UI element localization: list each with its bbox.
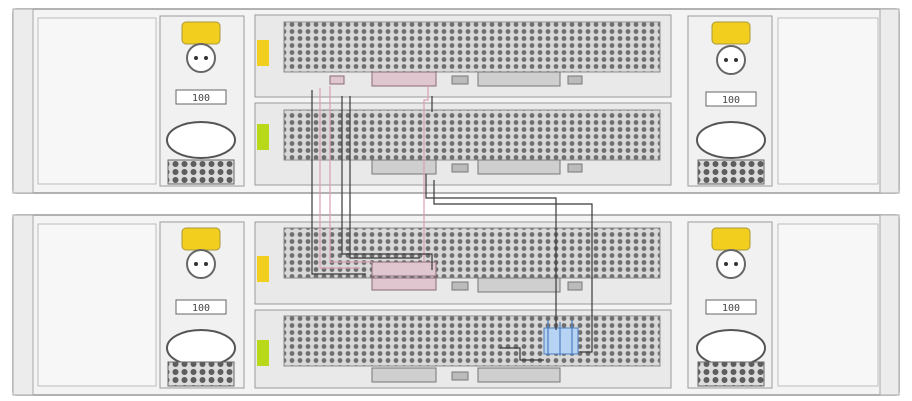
lower-io-a-vent — [283, 227, 661, 279]
upper-right-psu-label: 100 — [722, 95, 740, 106]
lower-io-module-a — [254, 221, 672, 305]
lower-left-psu-label: 100 — [192, 303, 210, 314]
upper-right-psu-fan — [696, 121, 766, 159]
upper-io-a-led — [257, 40, 269, 66]
lower-right-psu-label: 100 — [722, 303, 740, 314]
upper-io-module-b — [254, 102, 672, 186]
lower-io-b-blue-port[interactable] — [543, 327, 579, 355]
upper-shelf: 100 100 — [12, 8, 900, 194]
lower-io-module-b — [254, 309, 672, 389]
upper-io-b-port-2[interactable] — [477, 159, 561, 175]
lower-io-b-port-2[interactable] — [477, 367, 561, 383]
upper-io-b-vent — [283, 109, 661, 161]
upper-io-a-vent — [283, 21, 661, 73]
lower-left-psu: 100 — [159, 221, 245, 389]
lower-right-psu-fan — [696, 329, 766, 367]
upper-left-psu-label: 100 — [192, 93, 210, 104]
lower-right-psu-handle[interactable] — [711, 227, 751, 251]
cables — [311, 86, 593, 361]
lower-right-psu: 100 — [687, 221, 773, 389]
lower-io-a-led — [257, 256, 269, 282]
upper-left-psu-fan — [166, 121, 236, 159]
lower-left-psu-handle[interactable] — [181, 227, 221, 251]
lower-left-psu-fan — [166, 329, 236, 367]
lower-io-a-port-2[interactable] — [477, 277, 561, 293]
cable-dark — [311, 90, 593, 361]
upper-left-blank-panel — [37, 17, 157, 185]
upper-right-psu-handle[interactable] — [711, 21, 751, 45]
upper-io-module-a — [254, 14, 672, 98]
upper-io-a-port-1[interactable] — [371, 71, 437, 87]
lower-io-b-port-1[interactable] — [371, 367, 437, 383]
lower-left-blank-panel — [37, 223, 157, 387]
lower-io-b-vent — [283, 315, 661, 367]
upper-io-b-port-1[interactable] — [371, 159, 437, 175]
upper-right-blank-panel — [777, 17, 879, 185]
lower-right-blank-panel — [777, 223, 879, 387]
lower-shelf: 100 100 — [12, 214, 900, 396]
lower-io-a-port-1[interactable] — [371, 261, 437, 277]
lower-io-b-led — [257, 340, 269, 366]
cable-pink — [319, 86, 429, 269]
upper-left-ear — [12, 8, 34, 194]
upper-left-psu-handle[interactable] — [181, 21, 221, 45]
upper-right-ear — [879, 8, 900, 194]
lower-right-ear — [879, 214, 900, 396]
upper-io-a-port-2[interactable] — [477, 71, 561, 87]
upper-right-psu: 100 — [687, 15, 773, 187]
lower-left-ear — [12, 214, 34, 396]
upper-io-b-led — [257, 124, 269, 150]
upper-left-psu: 100 — [159, 15, 245, 187]
cable-blue — [547, 320, 573, 356]
